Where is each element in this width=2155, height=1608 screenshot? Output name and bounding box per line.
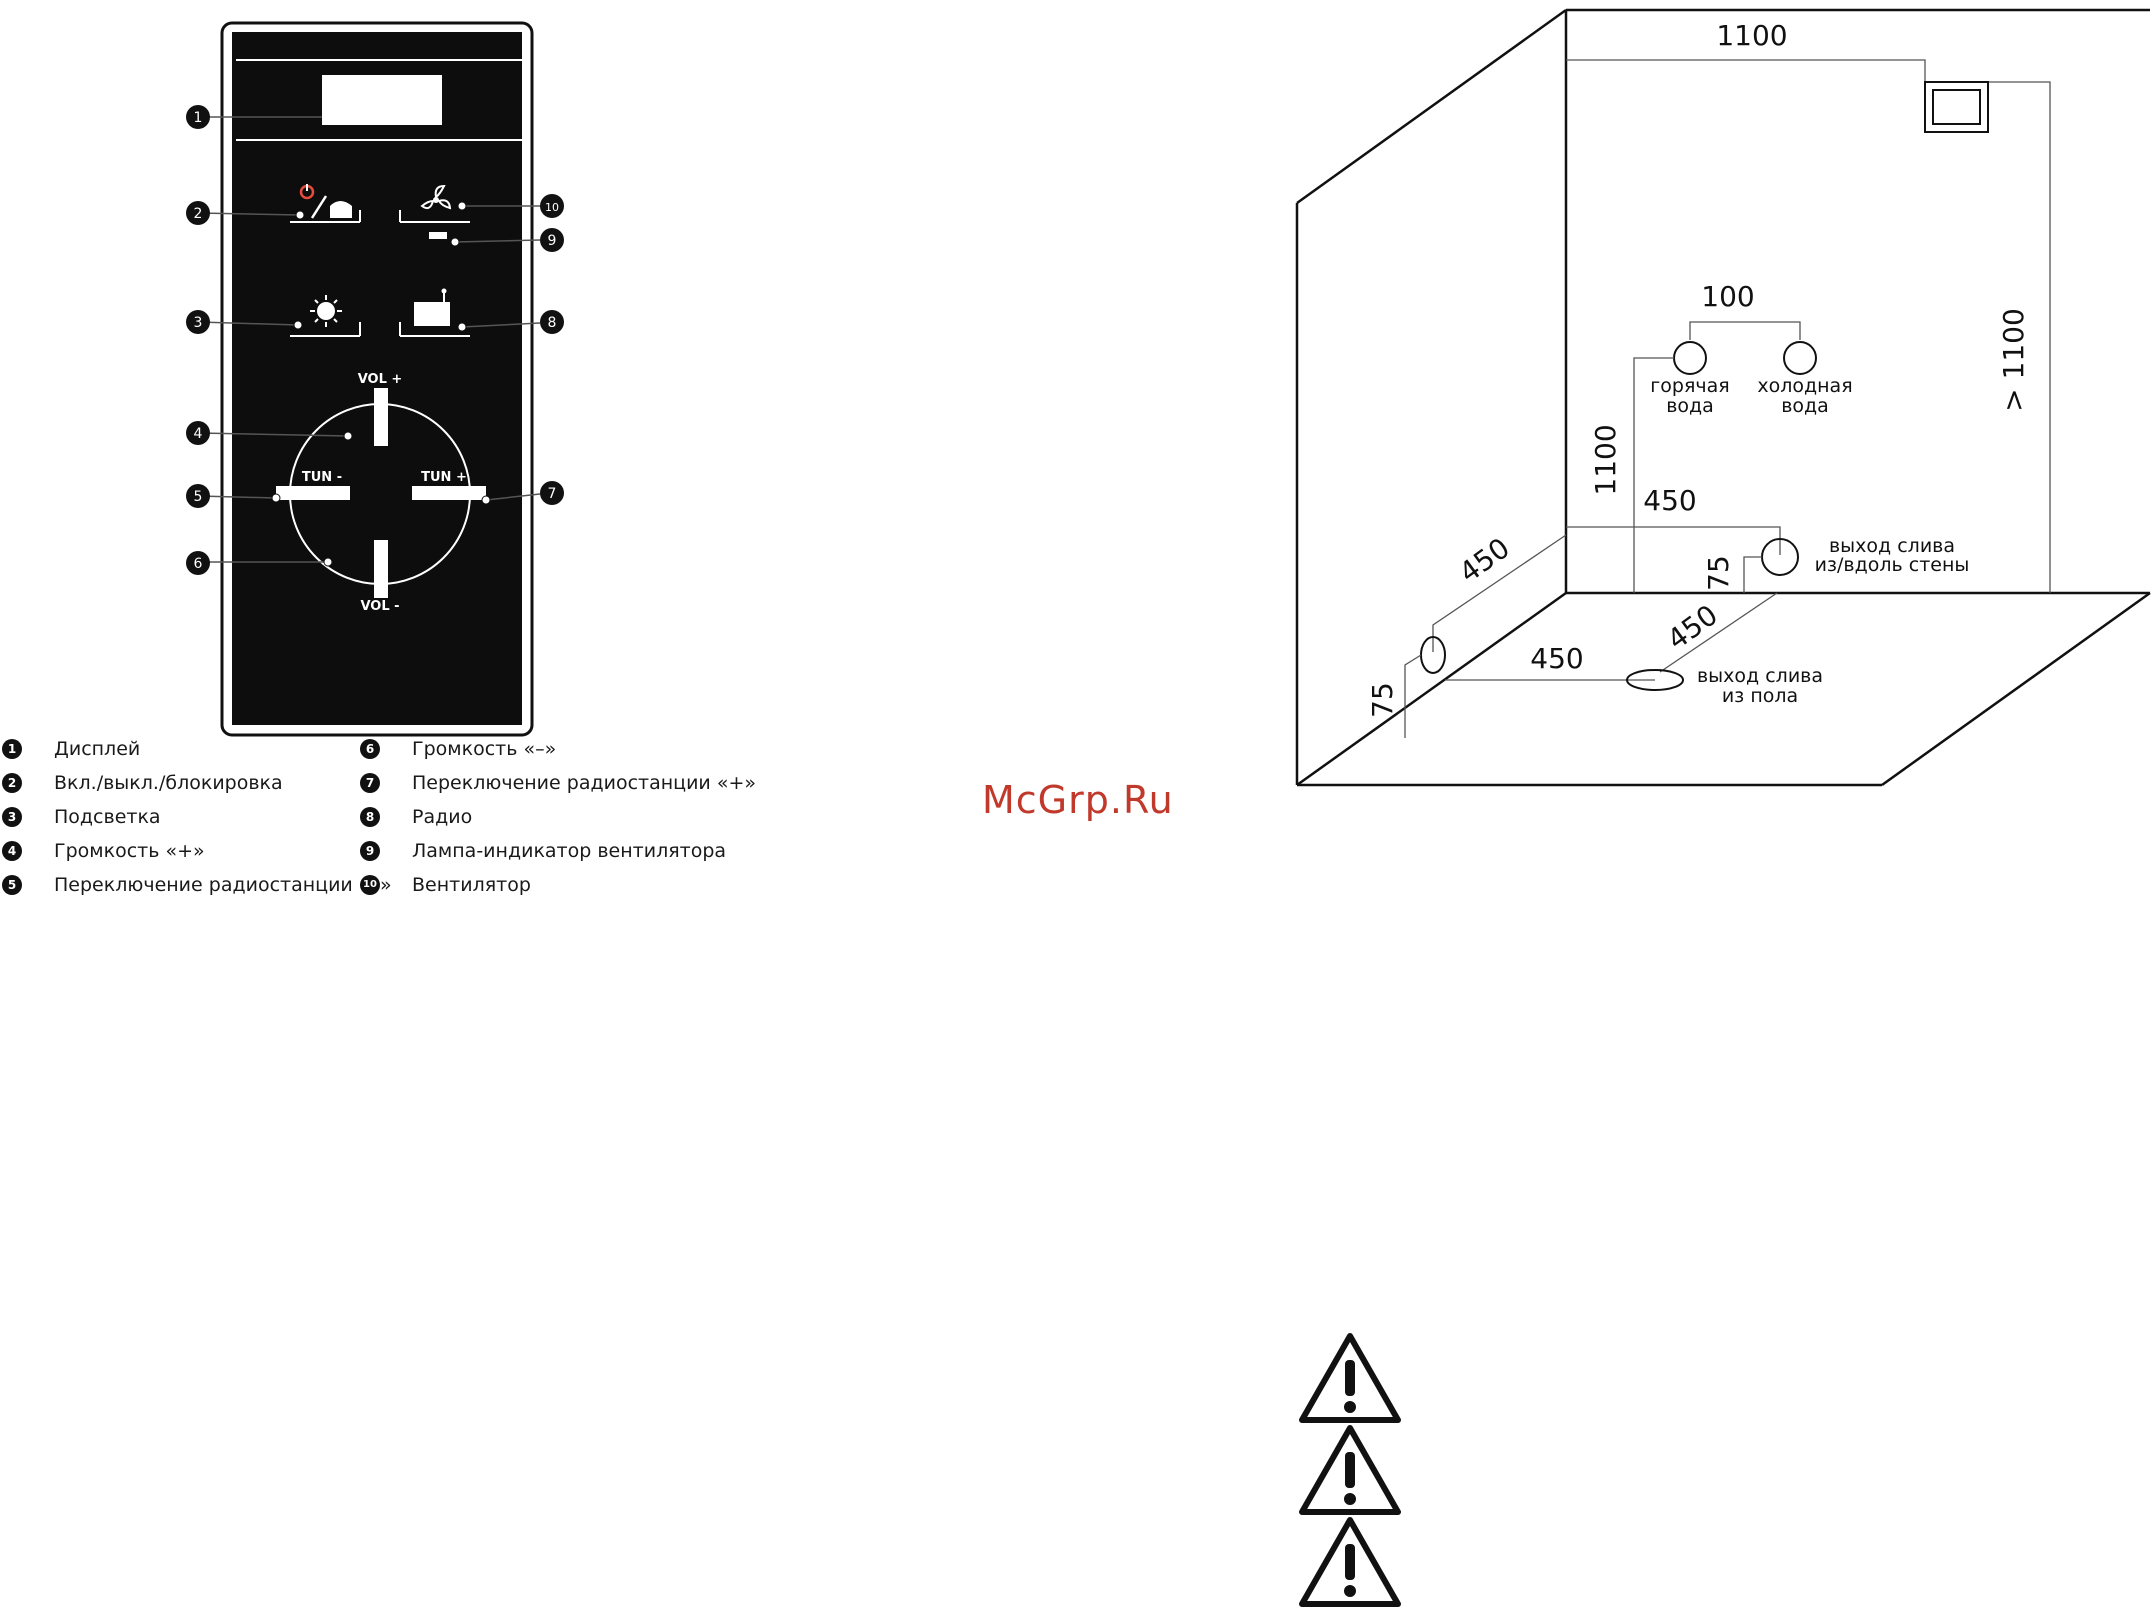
- hot-water-label-2: вода: [1666, 395, 1714, 417]
- svg-text:7: 7: [548, 486, 557, 502]
- callout-6: 6: [186, 551, 210, 575]
- indicator-lamp-icon: [429, 232, 447, 239]
- callout-5: 5: [186, 484, 210, 508]
- vol-plus-button[interactable]: [374, 388, 388, 446]
- vol-plus-label: VOL +: [358, 372, 403, 387]
- display-screen: [322, 75, 442, 125]
- svg-text:5: 5: [194, 489, 203, 505]
- drain-wall-label: выход слива: [1829, 535, 1955, 557]
- vol-minus-button[interactable]: [374, 540, 388, 598]
- callout-2: 2: [186, 201, 210, 225]
- dim-100: 100: [1701, 280, 1754, 313]
- watermark: McGrp.Ru: [982, 778, 1174, 822]
- svg-text:2: 2: [194, 206, 203, 222]
- tun-plus-button[interactable]: [412, 486, 486, 500]
- cold-water-label: холодная: [1757, 375, 1852, 397]
- hot-water-label: горячая: [1650, 375, 1729, 397]
- callout-9: 9: [540, 228, 564, 252]
- warning-triangle-icon: [1299, 1333, 1401, 1423]
- svg-text:10: 10: [545, 201, 559, 214]
- fan-icon: [420, 184, 452, 210]
- dim-75-left: 75: [1366, 682, 1399, 718]
- drain-wall-label-2: из/вдоль стены: [1815, 554, 1970, 576]
- warning-triangle-icon: [1299, 1425, 1401, 1515]
- light-icon: [310, 295, 342, 327]
- tun-minus-label: TUN -: [302, 470, 342, 485]
- vol-minus-label: VOL -: [360, 599, 399, 614]
- tun-minus-button[interactable]: [276, 486, 350, 500]
- cold-water-label-2: вода: [1781, 395, 1829, 417]
- panel-face: [232, 32, 522, 725]
- callout-10: 10: [540, 194, 564, 218]
- power-lock-icon: [299, 184, 352, 219]
- control-panel-diagram: VOL + VOL - TUN - TUN + 1 2 3 4 5 6 7 8 …: [186, 21, 564, 737]
- drain-floor-label-2: из пола: [1722, 685, 1798, 707]
- callout-1: 1: [186, 105, 210, 129]
- dim-top: 1100: [1716, 19, 1787, 52]
- radio-icon: [414, 288, 450, 326]
- svg-text:1: 1: [194, 110, 203, 126]
- svg-text:6: 6: [194, 556, 203, 572]
- svg-text:4: 4: [194, 426, 203, 442]
- callout-7: 7: [540, 481, 564, 505]
- dim-450-floor: 450: [1530, 642, 1583, 675]
- svg-text:3: 3: [194, 315, 203, 331]
- callout-4: 4: [186, 421, 210, 445]
- callout-8: 8: [540, 310, 564, 334]
- drain-floor-label: выход слива: [1697, 665, 1823, 687]
- dim-right: > 1100: [1997, 308, 2030, 412]
- svg-text:9: 9: [548, 233, 557, 249]
- svg-text:8: 8: [548, 315, 557, 331]
- dim-450-left: 450: [1453, 531, 1516, 589]
- dim-450-wall: 450: [1643, 484, 1696, 517]
- dim-450-floor-diag: 450: [1661, 598, 1724, 656]
- warning-triangle-icon: [1299, 1517, 1401, 1607]
- tun-plus-label: TUN +: [421, 470, 467, 485]
- dim-75-wall: 75: [1702, 555, 1735, 591]
- callout-3: 3: [186, 310, 210, 334]
- dim-left-vertical: 1100: [1589, 424, 1622, 495]
